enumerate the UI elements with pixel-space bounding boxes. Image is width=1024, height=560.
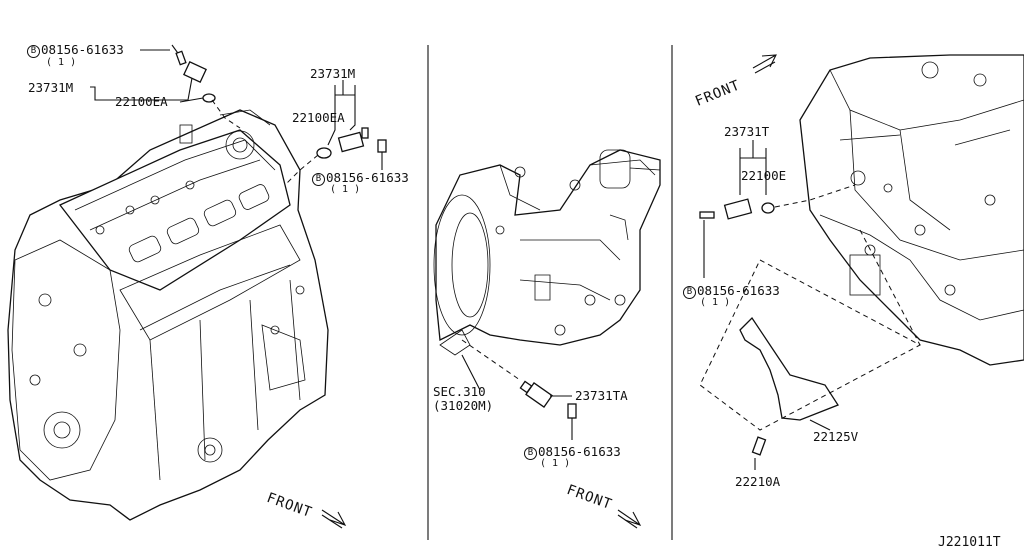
seal-left-shape (202, 93, 216, 103)
engine-block-illustration (7, 109, 329, 521)
bolt-right-shape (377, 139, 387, 153)
speed-sensor-center-shape (525, 382, 553, 408)
sensor-left-label: 23731M (28, 80, 74, 95)
seal-left-label: 22100EA (115, 94, 168, 109)
speed-sensor-right-shape (723, 198, 753, 220)
cam-sensor-right-shape (337, 131, 365, 153)
seal-right-panel-label: 22100E (741, 168, 787, 183)
cam-sensor-right-assembly (284, 80, 387, 186)
transmission-illustration (433, 149, 661, 356)
sensor-right-panel-label: 23731T (724, 124, 770, 139)
seal-right-shape (316, 147, 332, 159)
bolt-marker-icon: B (312, 173, 325, 186)
speed-sensor-center-assembly (461, 339, 577, 440)
seal-right-label: 22100EA (292, 110, 345, 125)
cam-sensor-left-shape (183, 60, 207, 84)
seal-right-panel-shape (761, 202, 775, 214)
bracket-cover-assembly (699, 229, 922, 470)
speed-sensor-right-assembly (699, 140, 856, 278)
bolt-right-qty: ( 1 ) (330, 184, 361, 195)
bolt-top-qty: ( 1 ) (46, 57, 77, 68)
bolt-marker-icon: B (524, 447, 537, 460)
diagram-code: J221011T (938, 535, 1001, 550)
cover-shape (739, 316, 839, 421)
cover-bolt-shape (751, 436, 767, 456)
front-arrow-center (617, 509, 642, 529)
bolt-right-panel-qty: ( 1 ) (700, 297, 731, 308)
sec-ref-part-label: (31020M) (433, 398, 494, 413)
sensor-center-label: 23731TA (575, 388, 628, 403)
bolt-marker-icon: B (27, 45, 40, 58)
transmission-case-illustration (799, 54, 1024, 366)
front-arrow-left (321, 509, 347, 529)
cam-sensor-left-assembly (90, 44, 241, 129)
bolt-marker-icon: B (683, 286, 696, 299)
bolt-center-qty: ( 1 ) (540, 458, 571, 469)
bolt-center-shape (567, 403, 577, 419)
sec-ref-label: SEC.310 (433, 384, 486, 399)
front-arrow-right (752, 54, 777, 74)
cover-label: 22125V (813, 429, 859, 444)
sensor-right-label: 23731M (310, 66, 356, 81)
cover-bolt-label: 22210A (735, 474, 781, 489)
bolt-right-panel-shape (699, 211, 715, 219)
